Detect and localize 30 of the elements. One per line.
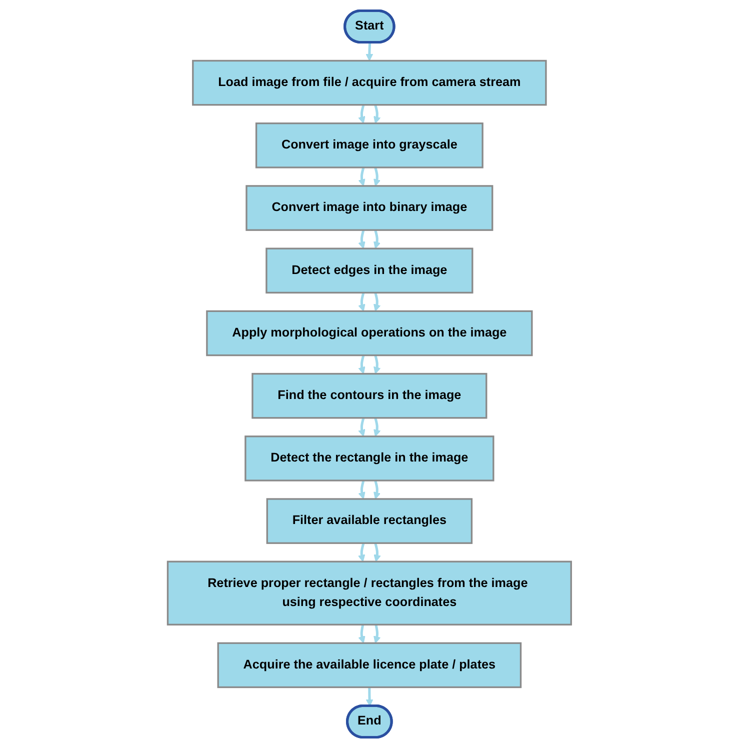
arrow [373,354,380,374]
node-box: Find the contours in the image [251,372,487,418]
arrow [358,480,365,499]
arrow [358,542,365,562]
node-box: Convert image into grayscale [255,122,483,168]
arrow [365,686,373,706]
arrow [358,229,365,248]
arrow [373,624,380,643]
arrow [373,166,380,186]
node-box: Retrieve proper rectangle / rectangles from the image using respective coordinates [166,560,572,625]
arrow [365,42,373,61]
node-box: Load image from file / acquire from camera stream [192,59,546,106]
arrow [373,104,380,124]
arrow [358,104,365,124]
arrow [358,166,365,186]
arrow [373,480,380,499]
node-box: Detect edges in the image [265,247,473,294]
arrow [358,624,365,643]
arrow [373,229,380,248]
arrow [373,417,380,436]
arrow [358,417,365,436]
arrow [373,542,380,562]
arrow [373,292,380,312]
node-box: Filter available rectangles [266,498,472,544]
node-box: Convert image into binary image [245,184,493,230]
node-box: Apply morphological operations on the image [206,310,532,356]
node-box: Acquire the available licence plate / plates [216,642,522,688]
arrow [358,354,365,374]
arrow [358,292,365,312]
node-box: Detect the rectangle in the image [244,435,494,481]
